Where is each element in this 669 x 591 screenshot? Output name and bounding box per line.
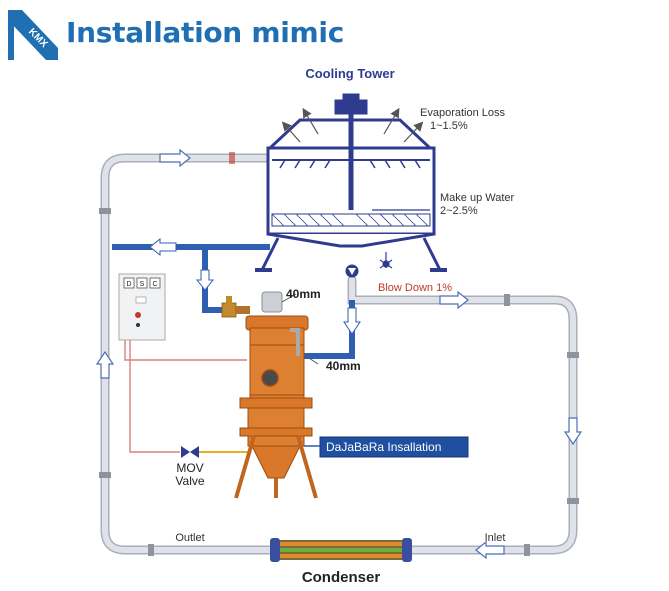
cooling-tower xyxy=(255,93,447,278)
makeup-water-value: 2~2.5% xyxy=(440,205,478,217)
blow-down-icon xyxy=(379,252,393,269)
kmx-logo: KMX xyxy=(8,10,58,60)
evaporation-loss-label: Evaporation Loss xyxy=(420,107,505,119)
pipe-size-top: 40mm xyxy=(286,287,321,301)
panel-letter-c: C xyxy=(152,281,157,288)
dsc-control-panel: D S C xyxy=(118,273,166,341)
outlet-label: Outlet xyxy=(175,532,204,544)
mov-label-line2: Valve xyxy=(175,474,204,488)
condenser-label: Condenser xyxy=(302,569,381,586)
pipe-size-bottom: 40mm xyxy=(326,359,361,373)
evaporation-loss-value: 1~1.5% xyxy=(430,120,468,132)
inlet-valve xyxy=(221,296,250,318)
installation-label-box: DaJaBaRa Insallation xyxy=(304,436,469,458)
page-title: Installation mimic xyxy=(66,16,345,49)
blow-down-label: Blow Down 1% xyxy=(378,282,452,294)
dajabara-filter xyxy=(234,291,319,499)
inlet-label: Inlet xyxy=(485,532,506,544)
cooling-tower-label: Cooling Tower xyxy=(305,66,394,81)
mov-valve-icon xyxy=(181,446,248,458)
flow-arrows xyxy=(95,148,583,560)
installation-label: DaJaBaRa Insallation xyxy=(326,440,441,454)
control-wires xyxy=(124,340,247,453)
mov-label-line1: MOV xyxy=(176,461,203,475)
panel-letter-s: S xyxy=(140,281,145,288)
makeup-water-label: Make up Water xyxy=(440,192,515,204)
condenser xyxy=(270,538,412,562)
evaporation-arrows xyxy=(281,107,424,143)
panel-letter-d: D xyxy=(126,281,131,288)
